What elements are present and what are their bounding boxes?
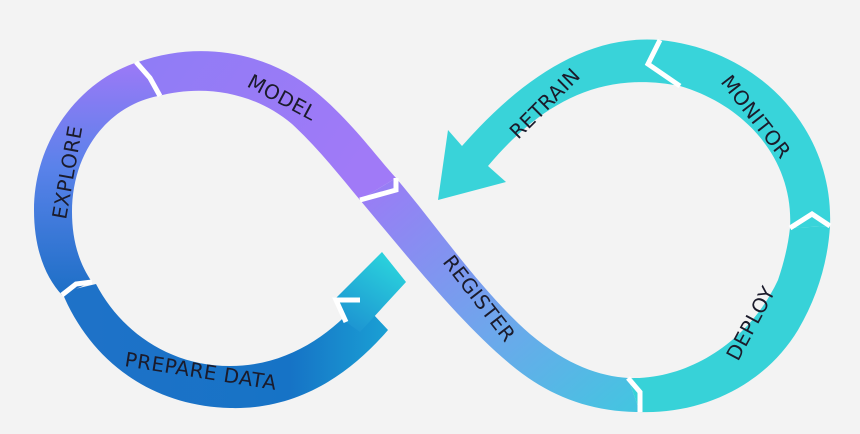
- segment-deploy: [628, 226, 830, 413]
- segment-model: [138, 51, 396, 200]
- left-loop: [34, 62, 406, 409]
- segment-retrain: [438, 39, 680, 200]
- segment-seams: [60, 38, 832, 412]
- segment-explore: [34, 62, 158, 295]
- right-loop: [438, 39, 831, 413]
- segment-prepare-tail: [334, 252, 406, 332]
- segment-register: [360, 178, 640, 412]
- segment-monitor: [648, 40, 831, 228]
- segment-prepare-data: [62, 284, 388, 409]
